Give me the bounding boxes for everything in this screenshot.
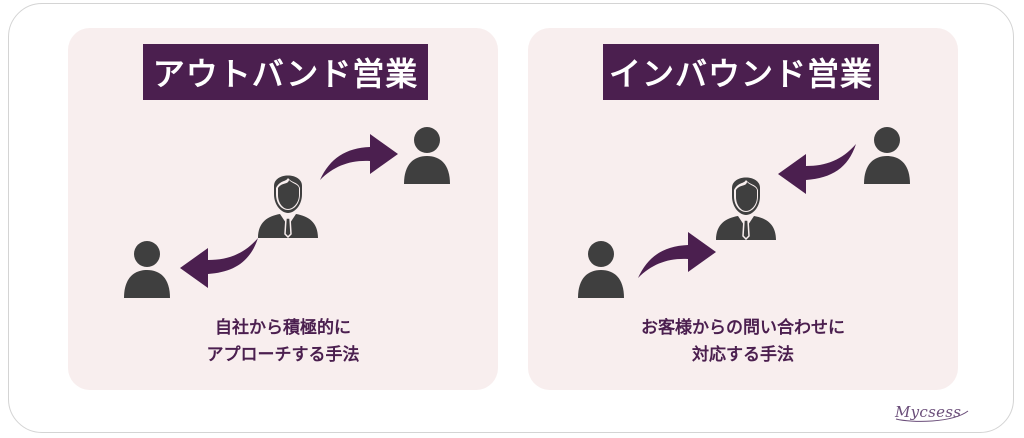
- person-icon: [124, 241, 170, 298]
- person-icon: [578, 241, 624, 298]
- outbound-caption: 自社から積極的に アプローチする手法: [68, 315, 498, 369]
- curved-arrow-icon: [638, 232, 716, 278]
- outbound-title: アウトバンド営業: [143, 44, 428, 100]
- caption-line: 対応する手法: [692, 345, 794, 365]
- logo-swoosh-icon: [895, 410, 969, 422]
- businessman-icon: [258, 175, 318, 238]
- outbound-panel: アウトバンド営業 自社から積極的に アプローチする手法: [68, 28, 498, 390]
- inbound-panel: インバウンド営業 お客様からの問い合わせに 対応する手法: [528, 28, 958, 390]
- person-icon: [404, 127, 450, 184]
- businessman-icon: [716, 177, 776, 240]
- inbound-caption: お客様からの問い合わせに 対応する手法: [528, 315, 958, 369]
- caption-line: お客様からの問い合わせに: [641, 318, 845, 338]
- caption-line: アプローチする手法: [206, 345, 360, 365]
- caption-line: 自社から積極的に: [215, 318, 351, 338]
- brand-logo: Mycsess: [895, 403, 962, 421]
- person-icon: [864, 127, 910, 184]
- curved-arrow-icon: [320, 134, 398, 180]
- inbound-title: インバウンド営業: [603, 44, 879, 100]
- curved-arrow-icon: [180, 238, 258, 288]
- curved-arrow-icon: [778, 144, 856, 194]
